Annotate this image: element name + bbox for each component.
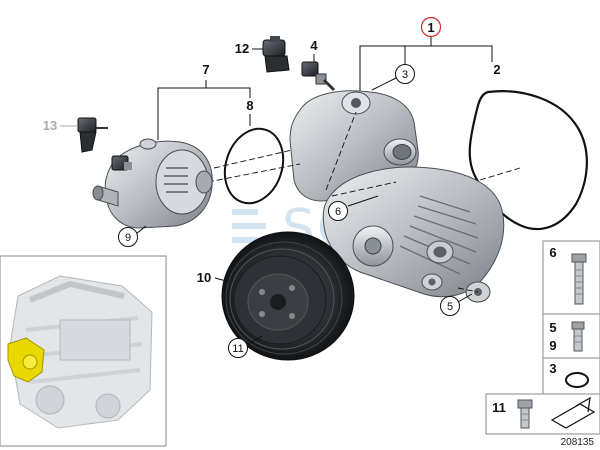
callout-7-label: 7	[202, 62, 209, 77]
temperature-sensor-4	[301, 61, 336, 92]
callout-6[interactable]: 6	[328, 195, 379, 221]
callout-10[interactable]: 10	[197, 270, 231, 285]
callout-1-label: 1	[427, 20, 434, 35]
legend-row-9-label: 9	[549, 338, 556, 353]
thermostat-housing-7	[92, 138, 213, 229]
callout-9-label: 9	[125, 232, 131, 244]
legend-row-5-label: 5	[549, 320, 556, 335]
engine-location-inset	[0, 255, 167, 447]
callout-2[interactable]: 2	[493, 62, 500, 77]
assembly-direction-icon	[550, 396, 596, 429]
callout-4[interactable]: 4	[310, 38, 318, 62]
legend-row-11-label: 11	[492, 400, 506, 415]
callout-5-label: 5	[447, 301, 453, 313]
callout-8[interactable]: 8	[246, 98, 254, 126]
callout-5[interactable]: 5	[440, 293, 473, 316]
hardware-legend: 6 5 9 3 11	[485, 240, 600, 435]
callout-4-label: 4	[310, 38, 318, 53]
flange-bolt-icon	[517, 399, 533, 429]
bracket-part-7	[157, 80, 251, 140]
bracket-part-1	[359, 45, 493, 96]
long-bolt-icon	[571, 253, 587, 305]
callout-10-label: 10	[197, 270, 211, 285]
short-bolt-icon	[571, 321, 585, 352]
callout-8-label: 8	[246, 98, 253, 113]
temperature-sensor-12	[262, 36, 290, 73]
legend-row-3-label: 3	[549, 361, 556, 376]
seal-gasket-2	[468, 90, 588, 231]
sensor-connector	[111, 155, 132, 171]
callout-3-label: 3	[402, 69, 408, 81]
callout-6-label: 6	[335, 206, 341, 218]
callout-1[interactable]: 1	[420, 16, 442, 38]
belt-pulley-10	[221, 231, 355, 361]
callout-12[interactable]: 12	[235, 41, 263, 56]
callout-13[interactable]: 13	[43, 118, 78, 133]
callout-7[interactable]: 7	[202, 62, 209, 77]
callout-12-label: 12	[235, 41, 249, 56]
engine-highlight	[7, 337, 45, 383]
callout-13-label: 13	[43, 118, 57, 133]
callout-11[interactable]: 11	[228, 335, 263, 358]
sensor-13	[77, 117, 108, 153]
o-ring-icon	[565, 372, 589, 388]
callout-3[interactable]: 3	[371, 64, 415, 91]
callout-11-label: 11	[232, 343, 243, 355]
callout-9[interactable]: 9	[118, 225, 147, 247]
seal-o-ring-8	[223, 127, 285, 205]
callout-2-label: 2	[493, 62, 500, 77]
diagram-reference-number: 208135	[561, 437, 595, 448]
legend-row-6-label: 6	[549, 245, 556, 260]
